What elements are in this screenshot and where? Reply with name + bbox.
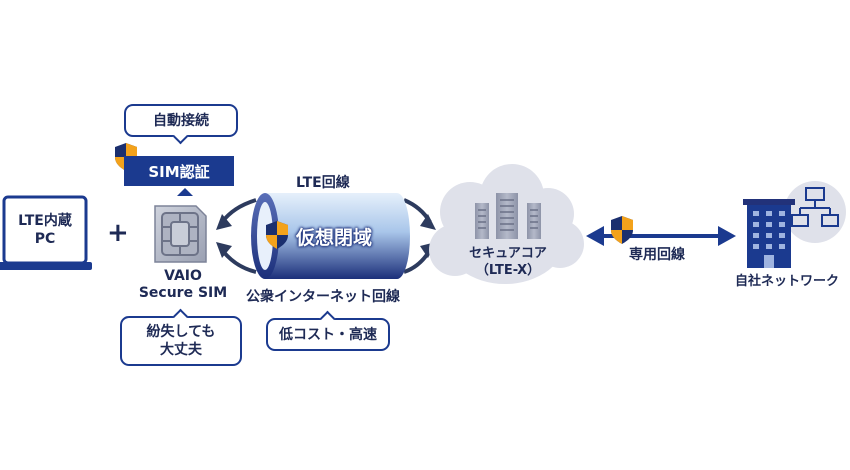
lost-safe-line1: 紛失しても bbox=[146, 324, 216, 340]
sim-label-line1: VAIO bbox=[164, 268, 202, 284]
lte-line-label: LTE回線 bbox=[296, 175, 350, 191]
pc-label: LTE内蔵 PC bbox=[6, 212, 84, 248]
sim-card-icon bbox=[154, 205, 207, 263]
low-cost-text: 低コスト・高速 bbox=[279, 326, 377, 343]
secure-core-line2: （LTE-X） bbox=[475, 263, 541, 278]
sim-label: VAIO Secure SIM bbox=[128, 268, 238, 302]
company-network-label: 自社ネットワーク bbox=[735, 274, 840, 289]
laptop-icon bbox=[0, 195, 92, 270]
secure-core-label: セキュアコア （LTE-X） bbox=[455, 245, 561, 279]
sim-auth-bar: SIM認証 bbox=[124, 156, 234, 186]
auto-connect-bubble: 自動接続 bbox=[124, 104, 238, 137]
lost-safe-bubble: 紛失しても 大丈夫 bbox=[120, 316, 242, 366]
public-internet-label: 公衆インターネット回線 bbox=[246, 289, 400, 305]
plus-sign: + bbox=[107, 218, 129, 248]
dedicated-line-label: 専用回線 bbox=[629, 247, 685, 263]
pc-label-line1: LTE内蔵 bbox=[18, 213, 72, 229]
arrowhead-right-top bbox=[420, 214, 436, 230]
auth-arrow-icon bbox=[177, 188, 193, 196]
server-icon bbox=[475, 193, 541, 239]
sim-label-line2: Secure SIM bbox=[138, 285, 228, 301]
secure-core-line1: セキュアコア bbox=[469, 246, 547, 261]
arrowhead-left-top bbox=[216, 214, 232, 230]
pc-label-line2: PC bbox=[34, 231, 56, 247]
shield-icon-dedicated bbox=[611, 216, 633, 244]
lost-safe-line2: 大丈夫 bbox=[160, 342, 202, 358]
left-curved-arrows bbox=[220, 198, 257, 274]
low-cost-bubble: 低コスト・高速 bbox=[266, 318, 390, 351]
auto-connect-text: 自動接続 bbox=[153, 112, 209, 129]
tunnel-label: 仮想閉域 bbox=[296, 227, 373, 249]
dedicated-line-arrow bbox=[586, 226, 736, 246]
arrowhead-left-bottom bbox=[216, 242, 232, 258]
building-icon bbox=[743, 199, 795, 268]
network-circle bbox=[784, 181, 846, 243]
sim-auth-text: SIM認証 bbox=[148, 162, 210, 181]
